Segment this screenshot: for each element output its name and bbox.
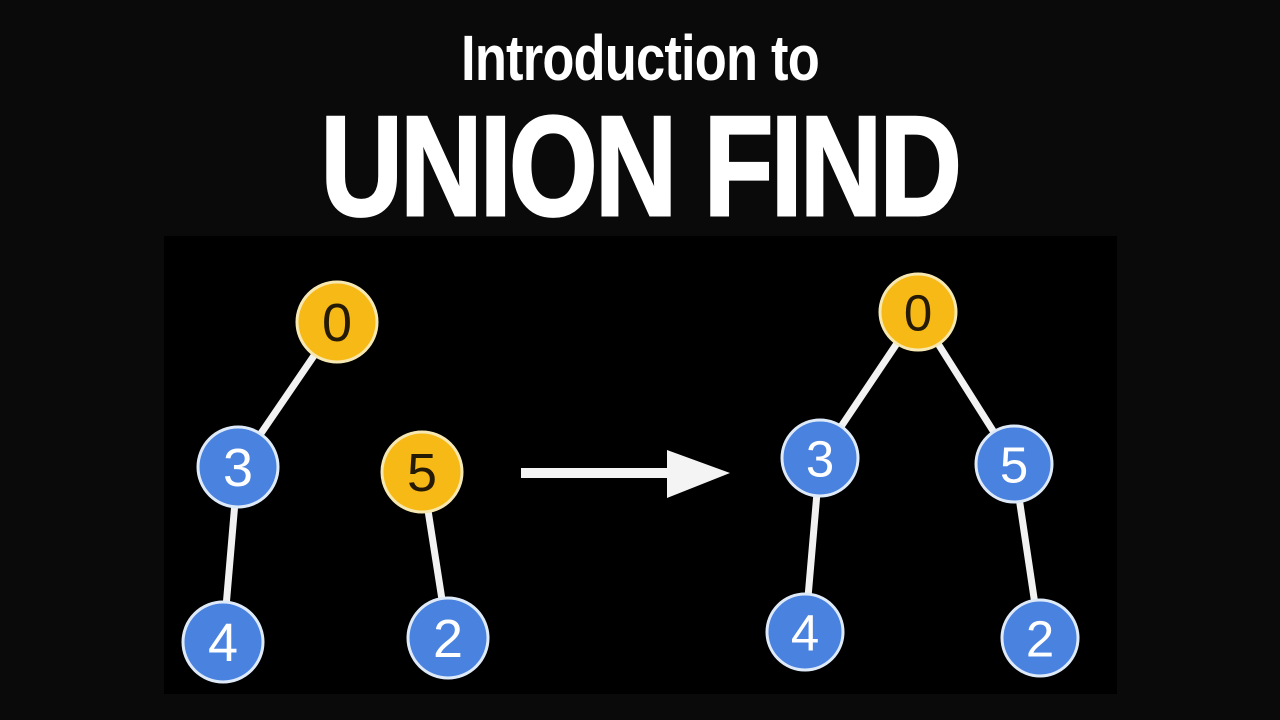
node-circle xyxy=(765,592,845,672)
graph-node-5[interactable]: 5 xyxy=(380,430,464,514)
node-label: 2 xyxy=(1026,611,1054,668)
graph-edge xyxy=(1015,496,1039,606)
node-label: 5 xyxy=(1000,437,1028,494)
graph-node-0[interactable]: 0 xyxy=(878,272,958,352)
nodes-layer: 0 3 4 5 2 0 3 5 4 2 xyxy=(181,272,1080,684)
graph-edge xyxy=(222,501,239,608)
node-circle xyxy=(406,596,490,680)
page-title-subline: Introduction to xyxy=(461,22,820,94)
node-label: 2 xyxy=(433,609,463,669)
graph-node-4[interactable]: 4 xyxy=(765,592,845,672)
graph-edge xyxy=(836,338,902,432)
node-circle xyxy=(196,425,280,509)
title-block: Introduction to UNION FIND xyxy=(0,22,1280,246)
graph-node-5[interactable]: 5 xyxy=(974,424,1054,504)
node-label: 0 xyxy=(904,285,932,342)
node-circle xyxy=(878,272,958,352)
graph-node-3[interactable]: 3 xyxy=(780,418,860,498)
union-find-diagram: 0 3 4 5 2 0 3 5 4 2 xyxy=(181,272,1080,684)
node-circle xyxy=(974,424,1054,504)
node-label: 5 xyxy=(407,443,437,503)
node-label: 0 xyxy=(322,293,352,353)
graph-edge xyxy=(424,506,446,604)
node-circle xyxy=(295,280,379,364)
graph-node-3[interactable]: 3 xyxy=(196,425,280,509)
edges-layer xyxy=(222,338,1039,608)
transition-arrow-icon xyxy=(521,450,730,498)
node-circle xyxy=(380,430,464,514)
graph-node-4[interactable]: 4 xyxy=(181,600,265,684)
graph-edge xyxy=(255,349,320,440)
page-title: UNION FIND xyxy=(319,87,962,246)
graph-edge xyxy=(804,490,821,600)
node-label: 4 xyxy=(208,613,238,673)
graph-node-2[interactable]: 2 xyxy=(1000,598,1080,678)
node-circle xyxy=(780,418,860,498)
arrow-right-icon xyxy=(521,450,730,498)
node-circle xyxy=(181,600,265,684)
graph-node-2[interactable]: 2 xyxy=(406,596,490,680)
graph-node-0[interactable]: 0 xyxy=(295,280,379,364)
node-label: 3 xyxy=(223,438,253,498)
diagram-panel: 0 3 4 5 2 0 3 5 4 2 xyxy=(164,236,1117,694)
node-circle xyxy=(1000,598,1080,678)
node-label: 3 xyxy=(806,431,834,488)
node-label: 4 xyxy=(791,605,819,662)
graph-edge xyxy=(933,338,999,438)
